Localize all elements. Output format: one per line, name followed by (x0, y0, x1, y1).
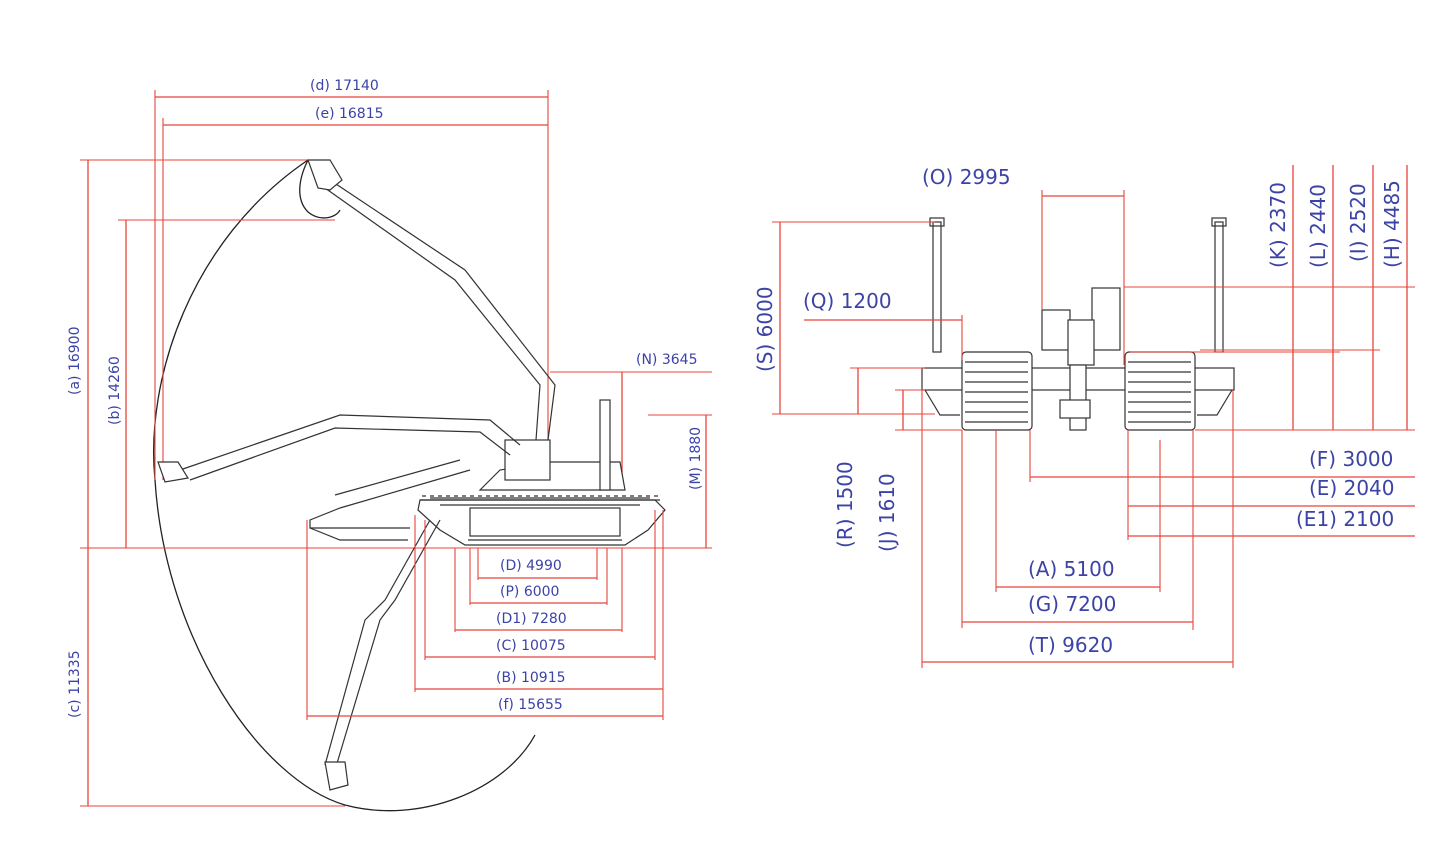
dim-D: (D) 4990 (477, 548, 598, 580)
dim-G-label: (G) 7200 (1028, 592, 1116, 616)
reach-envelope-arc (153, 159, 536, 812)
dim-F-label: (F) 3000 (1309, 447, 1393, 471)
dim-P-label: (P) 6000 (500, 584, 559, 600)
dim-H-label: (H) 4485 (1380, 180, 1404, 268)
dim-I-label: (I) 2520 (1346, 183, 1370, 262)
dim-c: (c) 11335 (67, 548, 345, 807)
dim-O-label: (O) 2995 (922, 165, 1011, 189)
dim-F: (F) 3000 (1029, 430, 1415, 482)
dim-E1: (E1) 2100 (1128, 430, 1415, 630)
dim-Q-label: (Q) 1200 (803, 289, 892, 313)
dim-K: (K) 2370 (1130, 165, 1415, 431)
dim-e-label: (e) 16815 (315, 106, 384, 122)
dim-m: (M) 1880 (648, 414, 712, 548)
dim-T-label: (T) 9620 (1028, 633, 1113, 657)
dim-f: (f) 15655 (306, 520, 663, 720)
dim-b-label: (b) 14260 (107, 356, 123, 425)
dim-n-label: (N) 3645 (636, 352, 697, 368)
dim-m-label: (M) 1880 (688, 427, 704, 490)
dim-C: (C) 10075 (424, 510, 656, 660)
dim-E1-label: (E1) 2100 (1296, 507, 1394, 531)
dim-J: (J) 1610 (875, 389, 962, 552)
dim-d: (d) 17140 (154, 78, 549, 480)
dim-K-label: (K) 2370 (1266, 182, 1290, 268)
dim-e: (e) 16815 (162, 106, 548, 480)
dim-R-label: (R) 1500 (833, 461, 857, 548)
dim-d-label: (d) 17140 (310, 78, 379, 94)
dim-G: (G) 7200 (961, 430, 1193, 628)
dim-f-label: (f) 15655 (498, 697, 563, 713)
side-view: (d) 17140 (e) 16815 (a) 16900 (b) 14260 … (67, 78, 712, 812)
dim-a: (a) 16900 (67, 159, 310, 548)
dim-a-label: (a) 16900 (67, 327, 83, 396)
excavator-side-machine (157, 159, 666, 791)
excavator-front-machine (921, 217, 1235, 431)
dim-b: (b) 14260 (107, 219, 335, 548)
dim-E: (E) 2040 (1127, 430, 1415, 540)
dim-D-label: (D) 4990 (500, 558, 562, 574)
dim-J-label: (J) 1610 (875, 473, 899, 552)
dim-D1-label: (D1) 7280 (496, 611, 567, 627)
dim-Q: (Q) 1200 (803, 289, 963, 360)
dim-D1: (D1) 7280 (454, 548, 623, 632)
dim-E-label: (E) 2040 (1309, 476, 1395, 500)
dim-C-label: (C) 10075 (496, 638, 566, 654)
dim-B-label: (B) 10915 (496, 670, 566, 686)
dim-B: (B) 10915 (414, 510, 664, 720)
dim-c-label: (c) 11335 (67, 650, 83, 718)
dim-L: (L) 2440 (1306, 165, 1334, 430)
dim-A: (A) 5100 (995, 430, 1161, 592)
dim-L-label: (L) 2440 (1306, 184, 1330, 268)
dim-S: (S) 6000 (753, 221, 935, 415)
dim-R: (R) 1500 (833, 367, 925, 548)
front-view: (O) 2995 (S) 6000 (Q) 1200 (R) 1500 (J) … (753, 165, 1415, 668)
dim-S-label: (S) 6000 (753, 286, 777, 372)
dim-O: (O) 2995 (922, 165, 1125, 365)
dim-A-label: (A) 5100 (1028, 557, 1115, 581)
dim-H: (H) 4485 (1124, 165, 1415, 430)
dim-T: (T) 9620 (921, 390, 1234, 668)
dim-I: (I) 2520 (1200, 165, 1380, 430)
dim-P: (P) 6000 (469, 548, 608, 605)
